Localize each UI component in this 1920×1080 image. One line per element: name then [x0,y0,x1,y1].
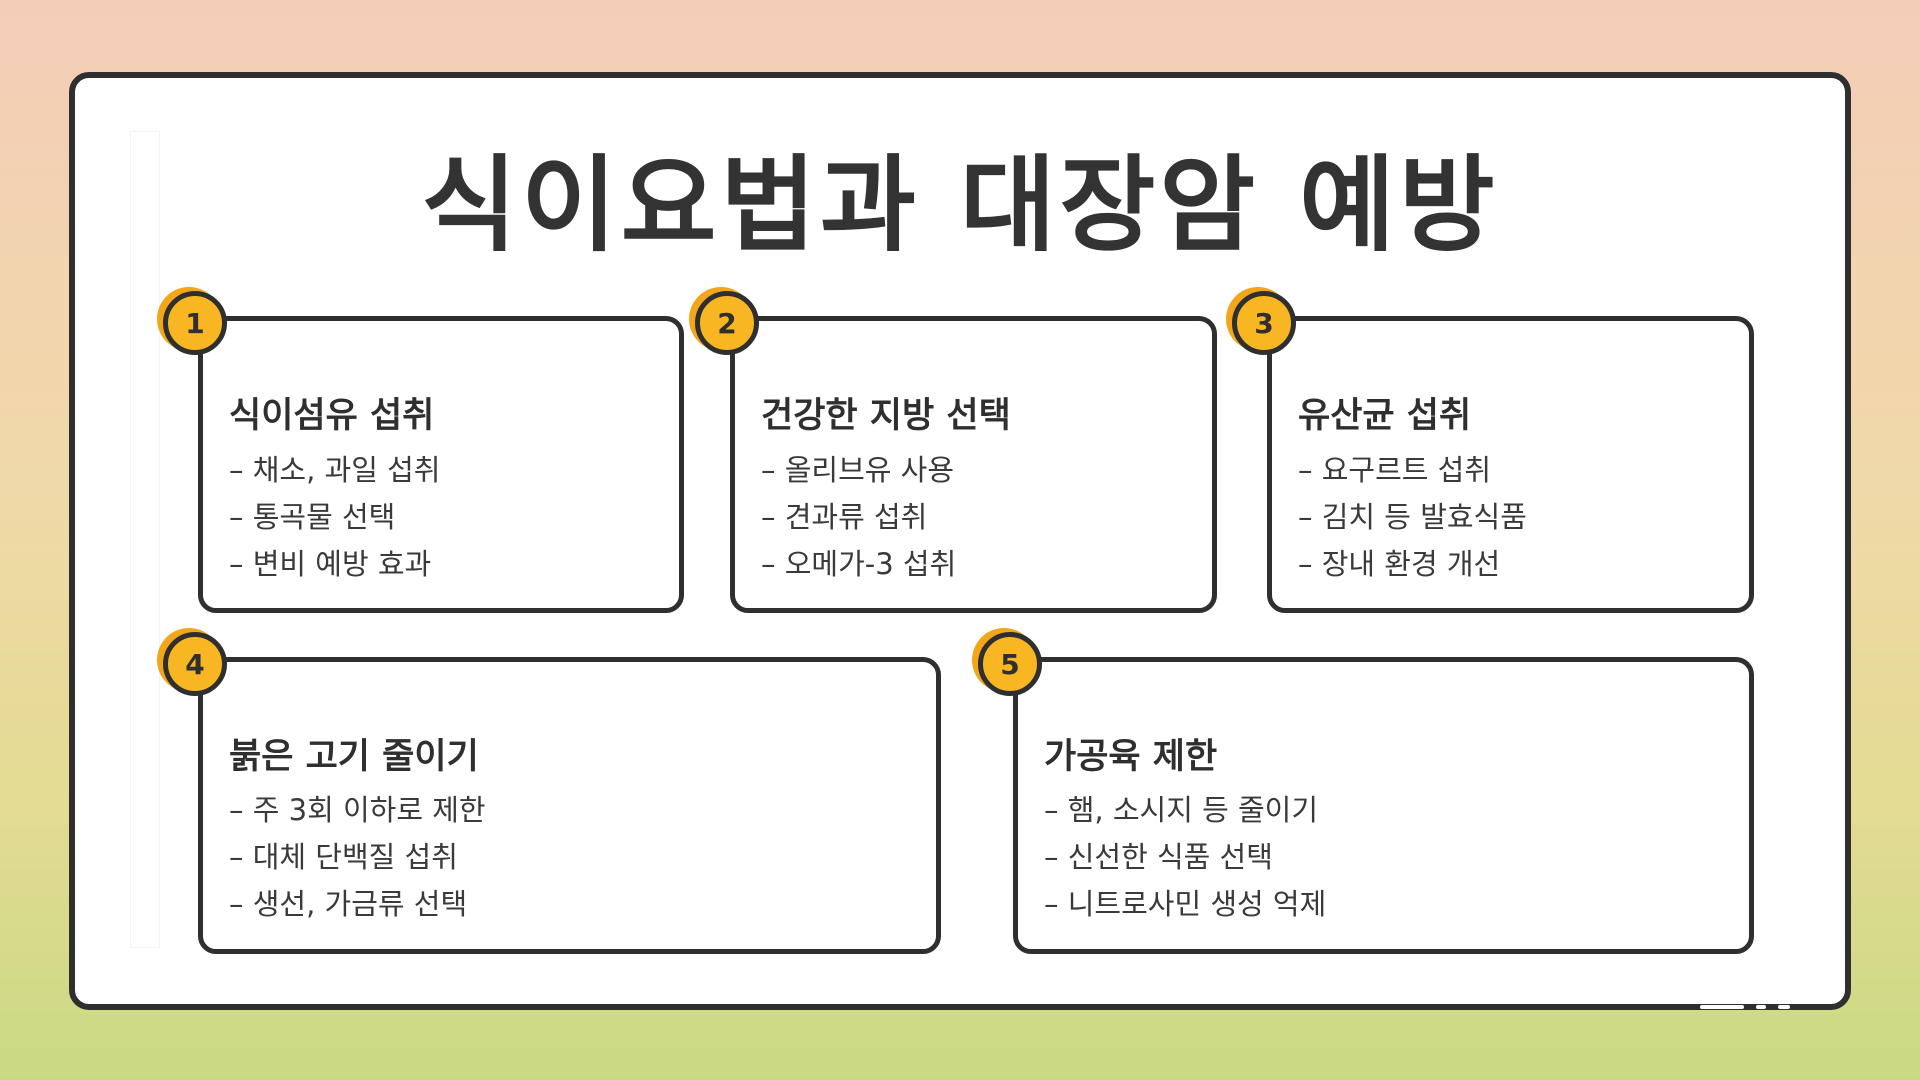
card-healthy-fat: 2 건강한 지방 선택 – 올리브유 사용 – 견과류 섭취 – 오메가-3 섭… [695,291,1217,613]
list-item: – 요구르트 섭취 [1298,453,1492,487]
card-heading: 가공육 제한 [1044,737,1218,777]
card-dietary-fiber: 1 식이섬유 섭취 – 채소, 과일 섭취 – 통곡물 선택 – 변비 예방 효… [163,291,684,613]
card-number-badge: 3 [1232,291,1296,355]
card-number-badge: 4 [163,632,227,696]
list-item: – 장내 환경 개선 [1298,547,1501,581]
list-item: – 변비 예방 효과 [229,547,432,581]
list-item: – 오메가-3 섭취 [761,547,957,581]
list-item: – 채소, 과일 섭취 [229,453,441,487]
frame-corner-dots [1700,1002,1790,1012]
list-item: – 주 3회 이하로 제한 [229,793,486,827]
page-title: 식이요법과 대장암 예방 [421,144,1499,266]
card-item-list: – 요구르트 섭취 – 김치 등 발효식품 – 장내 환경 개선 [1298,447,1527,588]
list-item: – 햄, 소시지 등 줄이기 [1044,793,1319,827]
card-heading: 건강한 지방 선택 [761,396,1011,436]
list-item: – 김치 등 발효식품 [1298,500,1527,534]
card-red-meat: 4 붉은 고기 줄이기 – 주 3회 이하로 제한 – 대체 단백질 섭취 – … [163,632,941,954]
list-item: – 신선한 식품 선택 [1044,840,1273,874]
list-item: – 니트로사민 생성 억제 [1044,887,1327,921]
card-number-badge: 5 [978,632,1042,696]
card-processed-meat: 5 가공육 제한 – 햄, 소시지 등 줄이기 – 신선한 식품 선택 – 니트… [978,632,1754,954]
card-item-list: – 올리브유 사용 – 견과류 섭취 – 오메가-3 섭취 [761,447,956,588]
card-probiotics: 3 유산균 섭취 – 요구르트 섭취 – 김치 등 발효식품 – 장내 환경 개… [1232,291,1754,613]
card-number-badge: 1 [163,291,227,355]
list-item: – 통곡물 선택 [229,500,396,534]
side-strip [130,131,160,948]
card-heading: 유산균 섭취 [1298,396,1472,436]
list-item: – 생선, 가금류 선택 [229,887,468,921]
card-heading: 붉은 고기 줄이기 [229,737,479,777]
card-item-list: – 채소, 과일 섭취 – 통곡물 선택 – 변비 예방 효과 [229,447,440,588]
list-item: – 대체 단백질 섭취 [229,840,458,874]
card-item-list: – 주 3회 이하로 제한 – 대체 단백질 섭취 – 생선, 가금류 선택 [229,787,486,928]
list-item: – 견과류 섭취 [761,500,928,534]
list-item: – 올리브유 사용 [761,453,955,487]
card-item-list: – 햄, 소시지 등 줄이기 – 신선한 식품 선택 – 니트로사민 생성 억제 [1044,787,1326,928]
card-heading: 식이섬유 섭취 [229,396,435,436]
card-number-badge: 2 [695,291,759,355]
